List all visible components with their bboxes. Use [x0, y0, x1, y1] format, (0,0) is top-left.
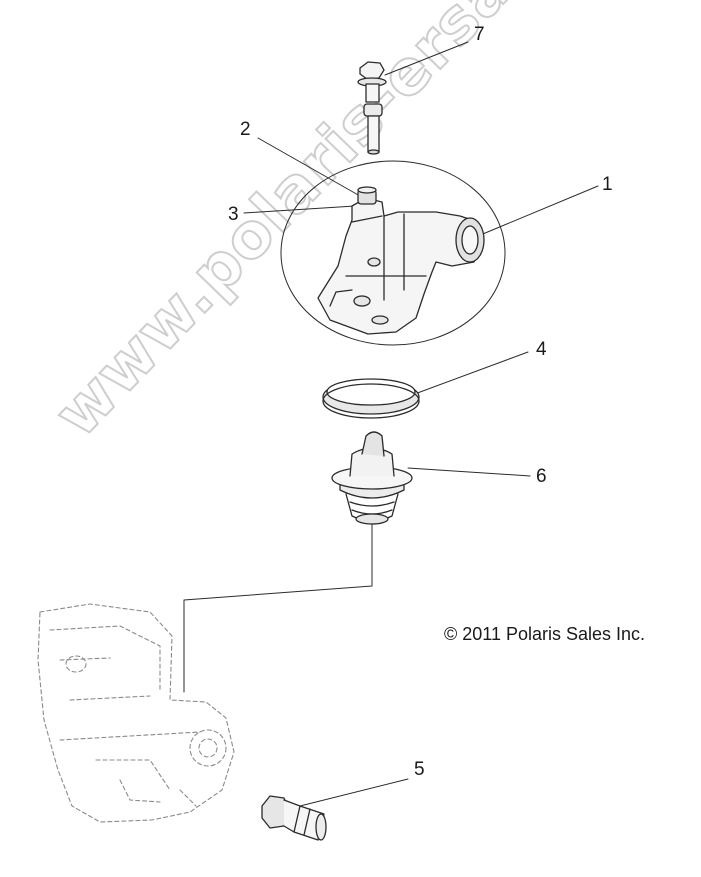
callout-4: 4 [536, 339, 547, 360]
callout-6: 6 [536, 466, 547, 487]
callout-7: 7 [474, 24, 485, 45]
flange-bolt-icon [357, 61, 387, 155]
callout-3: 3 [228, 204, 239, 225]
thermostat-icon [331, 431, 413, 525]
callout-1: 1 [602, 174, 613, 195]
hose-fitting-icon [261, 795, 327, 841]
callout-2: 2 [240, 119, 251, 140]
engine-block-icon [37, 603, 235, 823]
leader-lines [183, 41, 599, 807]
thermostat-housing-icon [280, 160, 506, 346]
seal-ring-icon [322, 378, 420, 419]
bleed-screw-icon [357, 186, 377, 205]
callout-5: 5 [414, 759, 425, 780]
copyright-text: © 2011 Polaris Sales Inc. [444, 624, 646, 644]
